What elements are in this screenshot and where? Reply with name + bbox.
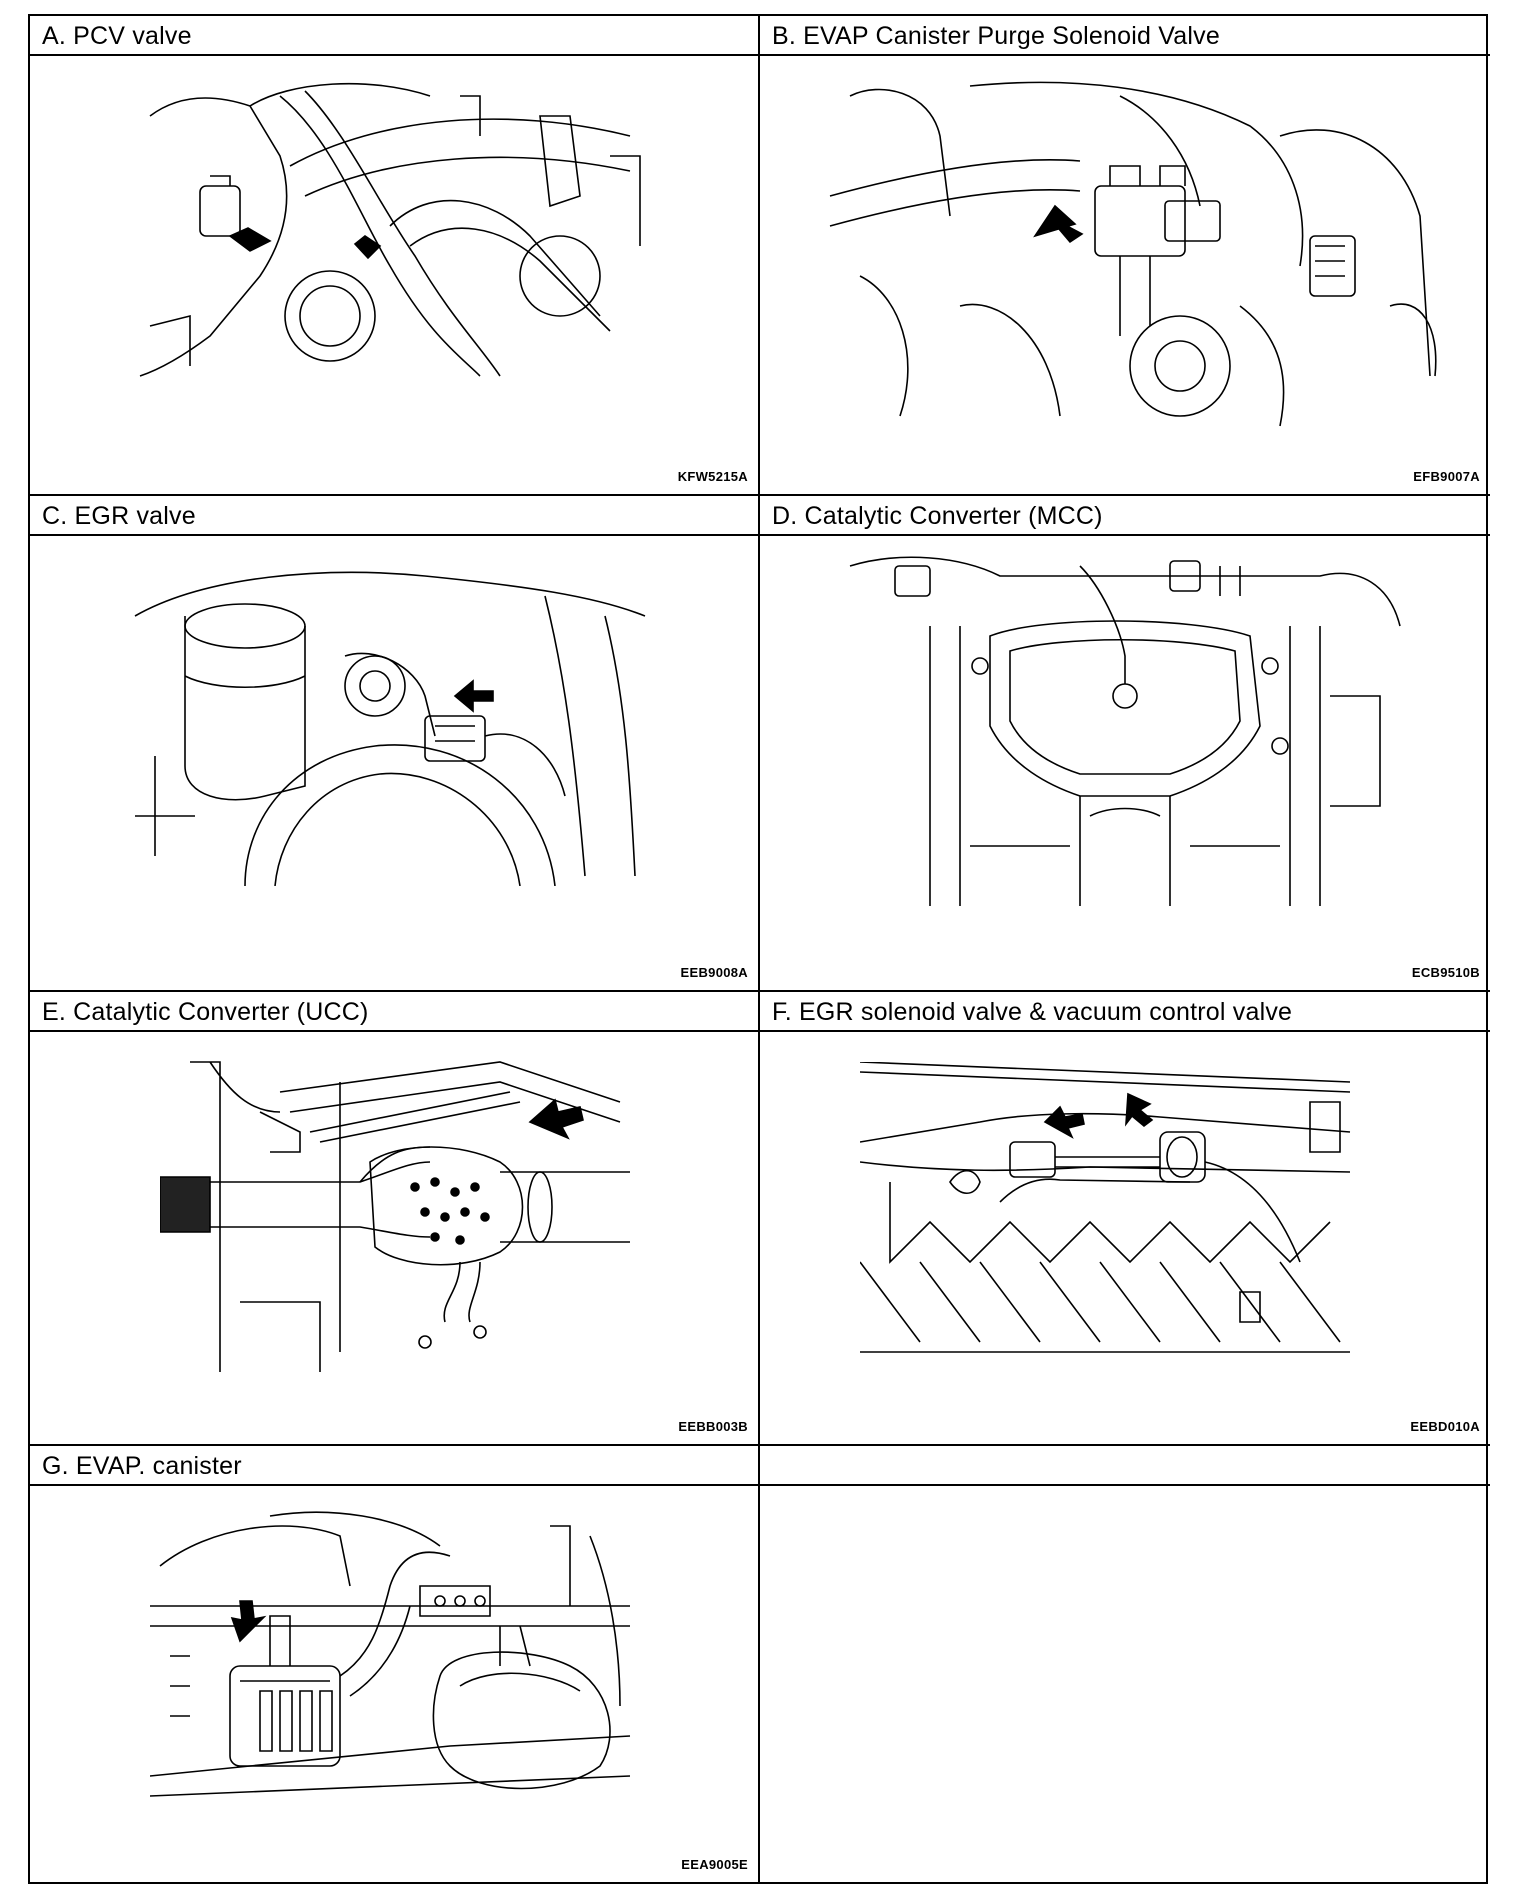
figure-code: EEA9005E <box>681 1857 748 1872</box>
figure-code: EEBD010A <box>1410 1419 1480 1434</box>
panel-evap-purge-solenoid: B. EVAP Canister Purge Solenoid Valve <box>760 16 1490 496</box>
panel-catalytic-converter-ucc: E. Catalytic Converter (UCC) <box>30 992 760 1446</box>
catalytic-converter-ucc-illustration <box>160 1052 630 1382</box>
panel-illustration-area: EEBB003B <box>30 1032 758 1444</box>
figure-code: EEBB003B <box>678 1419 748 1434</box>
evap-purge-solenoid-illustration <box>820 76 1450 436</box>
panel-title: B. EVAP Canister Purge Solenoid Valve <box>760 16 1490 56</box>
panel-egr-valve: C. EGR valve EEB9008A <box>30 496 760 992</box>
panel-title <box>760 1446 1490 1486</box>
egr-solenoid-vacuum-control-illustration <box>860 1062 1360 1362</box>
panel-illustration-area: EEBD010A <box>760 1032 1490 1444</box>
figure-code: EFB9007A <box>1413 469 1480 484</box>
pcv-valve-illustration <box>130 76 660 386</box>
panel-title: C. EGR valve <box>30 496 758 536</box>
panel-empty <box>760 1446 1490 1882</box>
panel-illustration-area: EEB9008A <box>30 536 758 990</box>
panel-title: G. EVAP. canister <box>30 1446 758 1486</box>
panel-title: F. EGR solenoid valve & vacuum control v… <box>760 992 1490 1032</box>
figure-code: ECB9510B <box>1411 965 1480 980</box>
panel-illustration-area: EFB9007A <box>760 56 1490 494</box>
panel-evap-canister: G. EVAP. canister <box>30 1446 760 1882</box>
panel-illustration-area: EEA9005E <box>30 1486 758 1882</box>
panel-title: D. Catalytic Converter (MCC) <box>760 496 1490 536</box>
panel-title: A. PCV valve <box>30 16 758 56</box>
panel-illustration-area: KFW5215A <box>30 56 758 494</box>
catalytic-converter-mcc-illustration <box>840 546 1410 916</box>
panel-catalytic-converter-mcc: D. Catalytic Converter (MCC) <box>760 496 1490 992</box>
panel-title: E. Catalytic Converter (UCC) <box>30 992 758 1032</box>
panel-illustration-area <box>760 1486 1490 1882</box>
figure-code: KFW5215A <box>677 469 748 484</box>
figure-code: EEB9008A <box>680 965 748 980</box>
evap-canister-illustration <box>150 1506 650 1826</box>
panel-egr-solenoid-vacuum-control: F. EGR solenoid valve & vacuum control v… <box>760 992 1490 1446</box>
panel-illustration-area: ECB9510B <box>760 536 1490 990</box>
egr-valve-illustration <box>125 556 655 886</box>
component-location-table: A. PCV valve <box>28 14 1490 1884</box>
panel-pcv-valve: A. PCV valve <box>30 16 760 496</box>
